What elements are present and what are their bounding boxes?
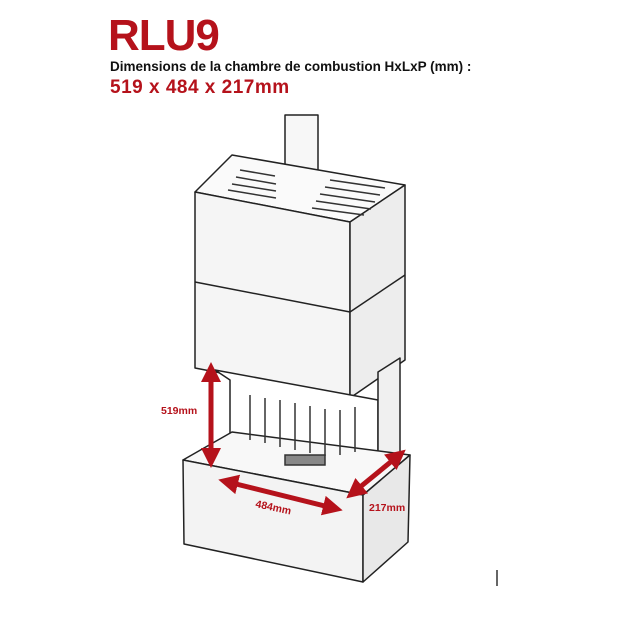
hood-seam <box>194 281 351 313</box>
depth-arrow <box>346 449 406 499</box>
hood-front <box>194 191 351 399</box>
model-title: RLU9 <box>108 11 220 60</box>
depth-label: 217mm <box>369 502 405 514</box>
width-arrow <box>218 474 343 516</box>
side-column <box>377 357 401 463</box>
hood-seam <box>349 274 406 313</box>
firebox-bars <box>249 395 356 456</box>
hood-vent-right <box>311 179 386 216</box>
dimensions-value: 519 x 484 x 217mm <box>110 77 290 98</box>
hood-vent-left <box>227 169 277 199</box>
hood-side <box>349 184 406 399</box>
dimensions-caption: Dimensions de la chambre de combustion H… <box>110 59 472 74</box>
burner-grate <box>284 454 326 466</box>
height-label: 519mm <box>161 405 197 417</box>
